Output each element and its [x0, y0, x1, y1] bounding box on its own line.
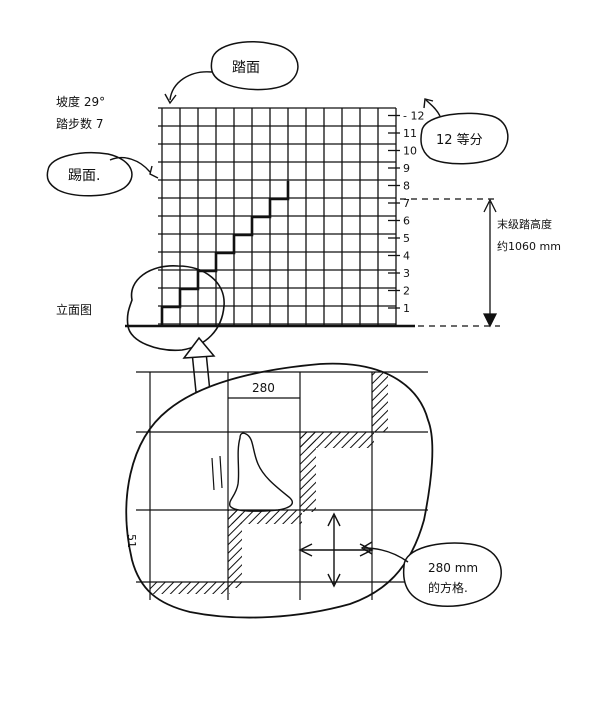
height-tick-label: 8	[403, 180, 410, 193]
zoom-arrow-head	[182, 336, 216, 359]
grid-size-pointer-head	[360, 541, 373, 555]
height-tick-label: 9	[403, 162, 410, 175]
height-arrow-top	[483, 198, 497, 213]
tread-bubble	[210, 41, 299, 91]
hatched-tile-2	[300, 432, 316, 512]
zoom-circle	[126, 265, 225, 352]
divisions-bubble-text: 12 等分	[436, 132, 483, 148]
tread-pointer-arrow	[169, 71, 213, 101]
hatched-tile-4	[228, 510, 302, 524]
height-tick-label: 7	[403, 197, 410, 210]
grid-size-text-2: 的方格.	[428, 580, 468, 595]
height-tick-label: 2	[403, 285, 410, 298]
total-height-label: 末级踏高度	[497, 217, 552, 231]
grid-size-text-1: 280 mm	[428, 561, 478, 575]
tread-pointer-head	[164, 93, 177, 105]
height-tick-label: - 12	[403, 110, 424, 123]
tread-bubble-text: 踏面	[232, 60, 260, 76]
riser-pointer-arrow	[109, 156, 151, 173]
elevation-label: 立面图	[56, 302, 92, 317]
height-tick-label: 3	[403, 267, 410, 280]
height-tick-label: 11	[403, 127, 417, 140]
height-tick-label: 10	[403, 145, 417, 158]
riser-bubble-text: 踢面.	[68, 168, 100, 184]
height-arrow-bottom	[482, 313, 498, 328]
riser-bubble	[46, 152, 133, 197]
grid-size-pointer	[363, 547, 409, 563]
grid-size-bubble	[402, 542, 502, 607]
elevation-grid	[158, 107, 397, 326]
height-tick-label: 4	[403, 250, 410, 263]
divisions-pointer-arrow	[425, 99, 441, 117]
left-mark: 51	[125, 534, 138, 548]
steps-note: 踏步数 7	[56, 116, 103, 131]
stair-profile	[160, 181, 290, 325]
height-tick-label: 5	[403, 232, 410, 245]
height-tick-label: 6	[403, 215, 410, 228]
plan-detail-blob	[125, 362, 434, 619]
hatched-tile-6	[150, 582, 230, 594]
height-tick-label: 1	[403, 302, 410, 315]
slope-note: 坡度 29°	[56, 94, 105, 109]
hatched-tile-3	[372, 372, 388, 432]
hatched-tile-5	[228, 510, 242, 588]
footprint	[228, 432, 294, 512]
divisions-bubble	[420, 112, 509, 165]
heel-lines	[211, 455, 223, 491]
divisions-pointer-head	[423, 98, 434, 109]
hatched-tile-1	[300, 432, 374, 448]
total-height-value: 约1060 mm	[497, 240, 561, 253]
dim-280-label: 280	[252, 381, 275, 395]
riser-pointer-head	[149, 165, 159, 179]
height-scale: 1 2 3 4 5 6 7 8 9 10 11 - 12	[388, 110, 424, 315]
